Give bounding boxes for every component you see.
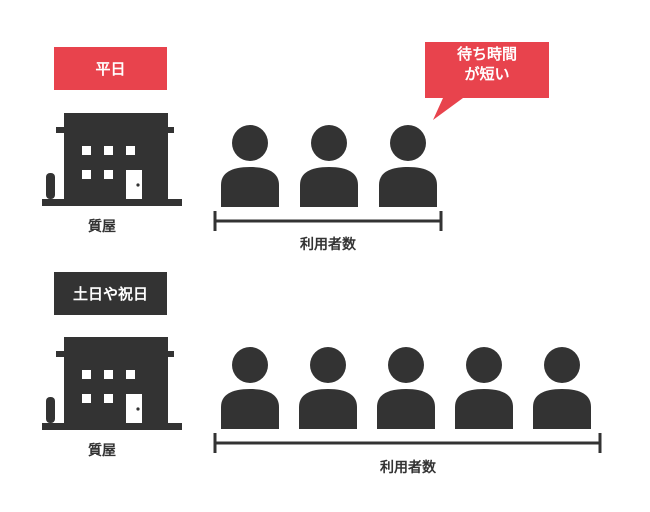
weekday-label: 平日 [95, 60, 126, 78]
building-icon [42, 337, 182, 430]
person-icon [221, 125, 279, 207]
person-icon [533, 347, 591, 429]
weekend-building-label: 質屋 [88, 443, 116, 459]
weekday-users-label: 利用者数 [300, 237, 356, 253]
speech-bubble [425, 42, 549, 120]
speech-bubble-text: 待ち時間 が短い [425, 44, 549, 84]
weekend-label-box: 土日や祝日 [54, 272, 167, 315]
weekday-users-bracket [213, 211, 443, 231]
person-icon [221, 347, 279, 429]
building-icon [42, 113, 182, 206]
weekend-label: 土日や祝日 [72, 285, 148, 303]
weekday-building-label: 質屋 [88, 219, 116, 235]
person-icon [455, 347, 513, 429]
weekend-users-label: 利用者数 [380, 460, 436, 476]
person-icon [377, 347, 435, 429]
person-icon [379, 125, 437, 207]
speech-bubble-line1: 待ち時間 [456, 45, 517, 63]
weekend-users-bracket [213, 433, 602, 453]
person-icon [299, 347, 357, 429]
weekday-label-box: 平日 [54, 47, 167, 90]
person-icon [300, 125, 358, 207]
speech-bubble-line2: が短い [464, 65, 510, 83]
